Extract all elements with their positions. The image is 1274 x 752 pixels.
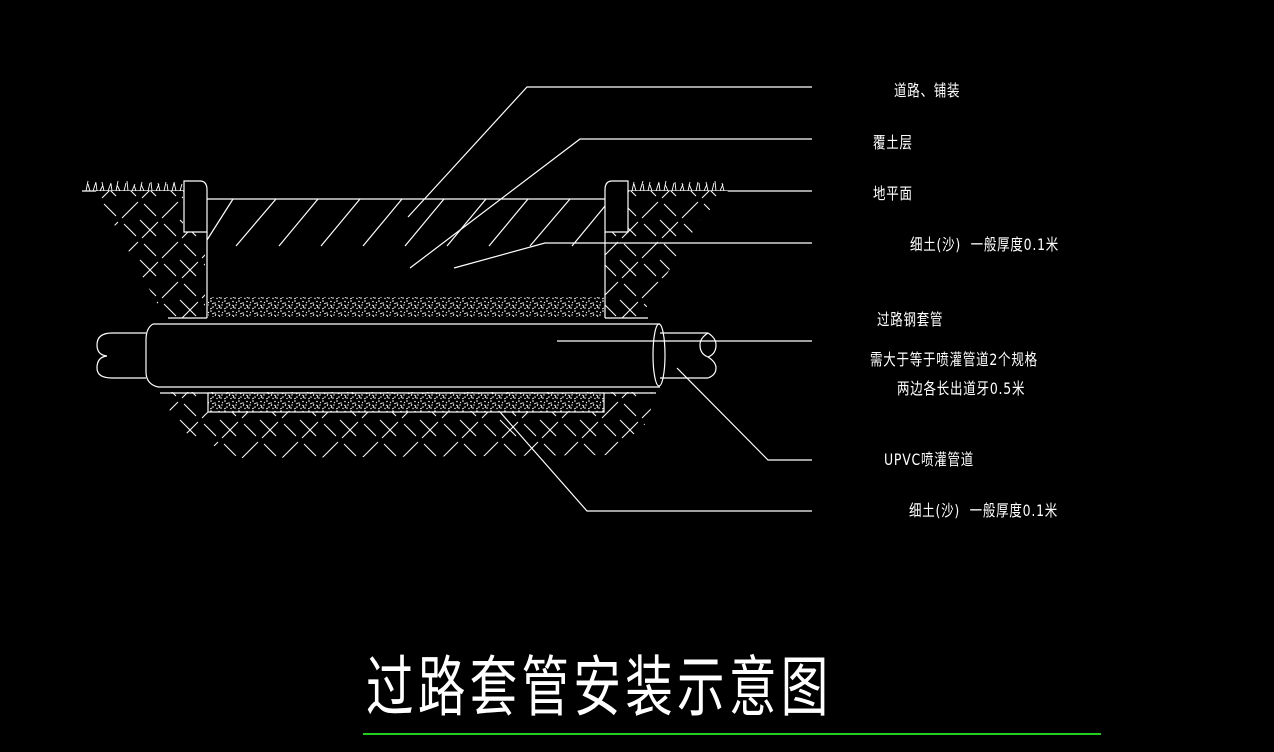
curb-left: [183, 180, 208, 233]
grass-left: [85, 180, 183, 192]
casing-right-end: [652, 323, 666, 387]
label-steel-casing: 过路钢套管: [877, 310, 944, 329]
title-underline: [363, 733, 1101, 735]
soil-right: [605, 191, 728, 318]
label-ground-level: 地平面: [873, 184, 913, 203]
label-upvc-pipe: UPVC喷灌管道: [884, 450, 975, 469]
leader-upvc-pipe: [676, 367, 812, 461]
sand-layer-top: [208, 297, 604, 317]
curb-right: [604, 180, 629, 233]
cover-soil-hatch: [206, 198, 606, 247]
pipe-left-break: [96, 332, 113, 379]
label-cover-soil: 覆土层: [873, 133, 913, 152]
label-fine-soil-bottom: 细土(沙) 一般厚度0.1米: [909, 501, 1059, 520]
label-fine-soil-top: 细土(沙) 一般厚度0.1米: [910, 235, 1060, 254]
label-casing-note-2: 两边各长出道牙0.5米: [897, 379, 1026, 398]
leader-fine-soil-bottom: [499, 411, 812, 512]
leader-road-paving: [407, 86, 812, 218]
label-casing-note-1: 需大于等于喷灌管道2个规格: [870, 350, 1038, 369]
grass-right: [631, 180, 725, 192]
soil-left: [84, 191, 205, 318]
label-road-paving: 道路、铺装: [894, 81, 961, 100]
leader-cover-soil: [409, 138, 812, 269]
pipe-right-break: [706, 332, 717, 379]
sand-layer-bottom: [207, 392, 605, 413]
drawing-title: 过路套管安装示意图: [366, 649, 833, 726]
casing-left-end: [145, 323, 159, 388]
leader-fine-soil-top: [453, 242, 812, 269]
